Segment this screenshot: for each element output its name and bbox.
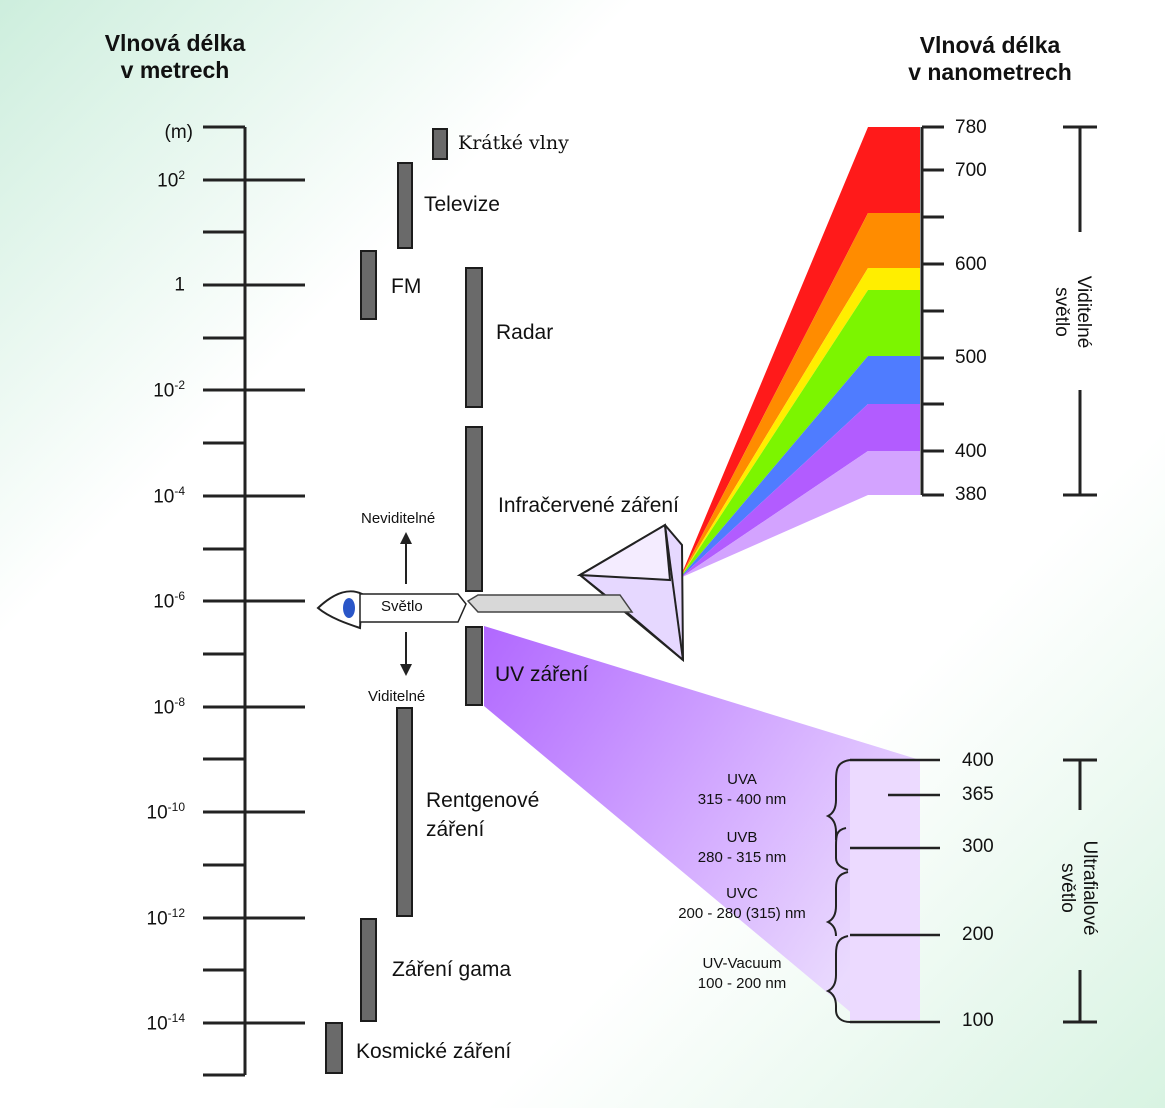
visible-light-word1: Viditelné (1073, 275, 1094, 349)
uv-light-vertical-label: Ultrafialové světlo (1056, 828, 1100, 948)
visible-nm-tick: 400 (955, 441, 987, 462)
visible-nm-tick: 380 (955, 484, 987, 505)
axis-unit: (m) (164, 122, 193, 143)
axis-tick-label: 10-10 (146, 800, 185, 824)
infrared-label: Infračervené záření (498, 494, 679, 517)
uv-light-word2: světlo (1057, 863, 1078, 913)
short-waves-bar (432, 128, 448, 160)
uv-scale (825, 758, 1097, 1024)
uv-label: UV záření (495, 663, 589, 686)
axis-tick-label: 10-14 (146, 1011, 185, 1035)
visible-light-vertical-label: Viditelné světlo (1050, 252, 1094, 372)
axis-tick-label: 10-2 (153, 378, 185, 402)
uv-nm-tick: 100 (962, 1010, 994, 1031)
television-label: Televize (424, 193, 500, 216)
visible-nm-tick: 500 (955, 347, 987, 368)
gamma-label: Záření gama (392, 958, 512, 981)
axis-tick-label: 1 (174, 274, 185, 296)
light-label: Světlo (381, 598, 423, 615)
uv-light-word1: Ultrafialové (1079, 840, 1100, 936)
uv-nm-tick: 365 (962, 784, 994, 805)
visible-spectrum-fan (680, 127, 920, 578)
visible-label: Viditelné (368, 688, 426, 705)
right-header-line1: Vlnová délka (919, 32, 1061, 58)
light-beam (466, 594, 634, 613)
axis-tick-label: 10-6 (153, 589, 185, 613)
prism (576, 523, 685, 663)
visible-nm-tick: 600 (955, 254, 987, 275)
right-header: Vlnová délka v nanometrech (870, 32, 1110, 86)
uv-nm-tick: 300 (962, 836, 994, 857)
xray-label-line2: záření (426, 818, 485, 841)
visible-light-word2: světlo (1051, 287, 1072, 337)
uv-fan (484, 626, 920, 1020)
infrared-bar (465, 426, 483, 592)
visible-scale (920, 125, 1097, 497)
visible-nm-tick: 780 (955, 117, 987, 138)
radar-bar (465, 267, 483, 408)
uv-bar (465, 626, 483, 706)
fm-label: FM (391, 275, 422, 298)
cosmic-label: Kosmické záření (356, 1040, 512, 1063)
gamma-bar (360, 918, 377, 1022)
short-waves-label: Krátké vlny (458, 132, 569, 154)
xray-label-line1: Rentgenové (426, 789, 540, 812)
left-header-line2: v metrech (120, 57, 230, 83)
right-header-line2: v nanometrech (908, 59, 1072, 85)
cosmic-bar (325, 1022, 343, 1074)
visible-nm-tick: 700 (955, 160, 987, 181)
xray-label: Rentgenové záření (426, 786, 539, 844)
invisible-label: Neviditelné (361, 510, 436, 527)
axis-tick-label: 10-8 (153, 695, 185, 719)
axis-tick-label: 10-4 (153, 484, 185, 508)
left-axis (203, 125, 305, 1077)
uv-nm-tick: 400 (962, 750, 994, 771)
uv-nm-tick: 200 (962, 924, 994, 945)
axis-tick-label: 102 (157, 168, 185, 192)
left-header: Vlnová délka v metrech (60, 30, 290, 84)
fm-bar (360, 250, 377, 320)
television-bar (397, 162, 413, 249)
axis-tick-label: 10-12 (146, 906, 185, 930)
left-header-line1: Vlnová délka (104, 30, 246, 56)
xray-bar (396, 707, 413, 917)
radar-label: Radar (496, 321, 554, 344)
eye-group (316, 532, 467, 676)
